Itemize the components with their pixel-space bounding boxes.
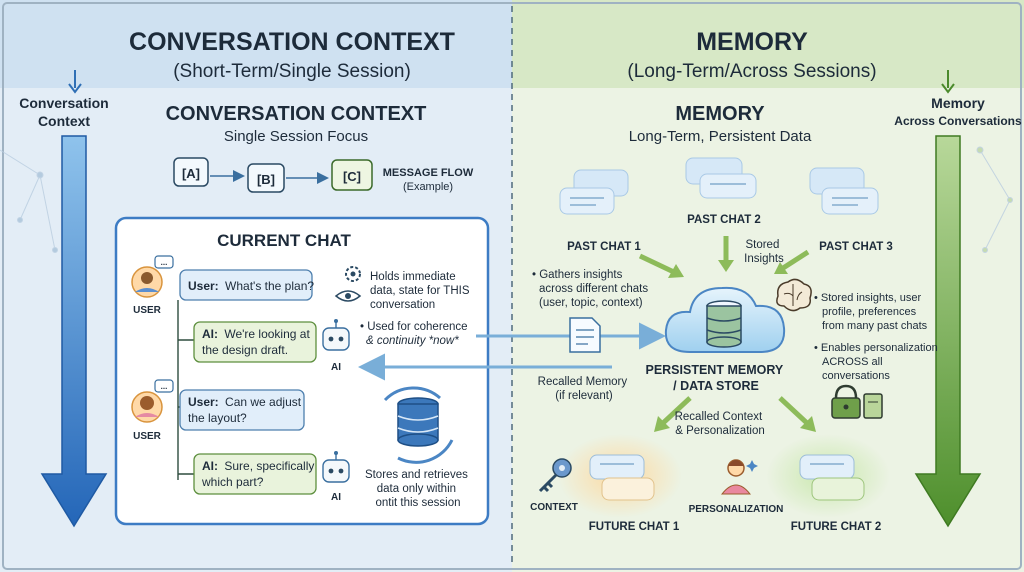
right-header-bg xyxy=(512,0,1024,88)
future-chat-1-label: FUTURE CHAT 1 xyxy=(589,521,680,533)
future-chat-2-label: FUTURE CHAT 2 xyxy=(791,521,882,533)
brain-icon xyxy=(776,278,812,312)
right-small-arrow-icon xyxy=(941,70,955,94)
chat-bubble-icon-2: ... xyxy=(154,379,174,393)
right-side-label-line1: Memory xyxy=(931,95,985,111)
past-chat-1-icon xyxy=(559,169,629,215)
database-cycle-icon xyxy=(383,386,454,464)
lock-icon xyxy=(831,384,861,419)
gathers-insights-note: • Gathers insights across different chat… xyxy=(532,269,651,309)
message-3-speaker: User: xyxy=(188,395,219,409)
left-big-arrow-icon xyxy=(40,135,108,528)
left-side-label-line2: Context xyxy=(38,113,90,129)
gear-eye-icon xyxy=(334,266,362,302)
stored-insights-label: Stored Insights xyxy=(744,239,784,265)
message-2-text: We're looking at xyxy=(224,327,310,341)
message-4-text-line2: which part? xyxy=(201,475,264,489)
right-header-subtitle: (Long-Term/Across Sessions) xyxy=(627,61,876,82)
message-4-text: Sure, specifically xyxy=(224,459,314,473)
left-small-arrow-icon xyxy=(68,70,82,94)
ai-robot-icon xyxy=(322,319,350,351)
key-icon xyxy=(538,458,572,493)
book-icon xyxy=(863,393,883,419)
svg-text:AI: Sure, specifically: AI: Sure, specifically xyxy=(202,459,314,473)
past-chat-2-icon xyxy=(685,157,757,199)
message-1-speaker: User: xyxy=(188,279,219,293)
note-stores-retrieves: Stores and retrieves data only within on… xyxy=(365,469,471,509)
left-header-subtitle: (Short-Term/Single Session) xyxy=(173,61,411,82)
message-flow: [A] [B] [C] MESSAGE FLOW (Example) xyxy=(173,157,474,193)
persistent-memory-label: PERSISTENT MEMORY / DATA STORE xyxy=(645,363,786,393)
left-header-title: CONVERSATION CONTEXT xyxy=(129,28,455,56)
network-decoration xyxy=(0,146,1013,253)
user-label: USER xyxy=(133,305,162,316)
current-chat-title: CURRENT CHAT xyxy=(217,231,351,250)
message-2: AI: We're looking at the design draft. xyxy=(193,321,317,363)
flow-node-b xyxy=(247,163,285,193)
svg-text:AI: We're looking at: AI: We're looking at xyxy=(202,327,310,341)
future-chat-1-icon xyxy=(589,454,655,501)
user-avatar xyxy=(131,266,163,298)
right-section-subtitle: Long-Term, Persistent Data xyxy=(629,128,812,145)
personalization-label: PERSONALIZATION xyxy=(689,504,784,515)
right-big-arrow-icon xyxy=(914,135,982,528)
recalled-context-label: Recalled Context & Personalization xyxy=(675,411,766,437)
stored-insights-note: • Stored insights, user profile, prefere… xyxy=(814,292,928,332)
message-1-text: What's the plan? xyxy=(225,279,314,293)
user-label-2: USER xyxy=(133,431,162,442)
left-side-label-line1: Conversation xyxy=(19,95,108,111)
left-section-title: CONVERSATION CONTEXT xyxy=(166,103,427,125)
right-header-title: MEMORY xyxy=(696,28,808,56)
context-label: CONTEXT xyxy=(530,502,578,513)
document-icon xyxy=(569,317,601,353)
personalization-note: • Enables personalization ACROSS all con… xyxy=(814,342,941,382)
message-3-text-line2: the layout? xyxy=(188,411,247,425)
flow-node-c-label: [C] xyxy=(343,169,361,184)
note-coherence: • Used for coherence & continuity *now* xyxy=(360,321,471,347)
message-3: User: Can we adjust the layout? xyxy=(179,389,305,431)
ai-robot-icon-2 xyxy=(322,451,350,483)
message-2-speaker: AI: xyxy=(202,327,218,341)
right-section-title: MEMORY xyxy=(675,103,765,125)
future-chat-2-icon xyxy=(799,454,865,501)
svg-text:User: What's the plan?: User: What's the plan? xyxy=(188,279,314,293)
message-flow-label: MESSAGE FLOW xyxy=(383,167,474,179)
right-side-label-line2: Across Conversations xyxy=(894,114,1022,128)
svg-text:User: Can we adjust: User: Can we adjust xyxy=(188,395,302,409)
left-header-bg xyxy=(0,0,512,88)
flow-node-c xyxy=(331,159,373,191)
recall-arrows xyxy=(654,396,816,432)
past-chat-3-label: PAST CHAT 3 xyxy=(819,241,893,253)
message-flow-sublabel: (Example) xyxy=(403,181,453,193)
ai-label-2: AI xyxy=(331,492,341,503)
svg-text:...: ... xyxy=(161,382,168,391)
past-chat-3-icon xyxy=(809,167,879,215)
past-chat-2-label: PAST CHAT 2 xyxy=(687,214,761,226)
flow-node-a xyxy=(173,157,209,187)
flow-node-b-label: [B] xyxy=(257,172,275,187)
note-holds-immediate: Holds immediate data, state for THIS con… xyxy=(370,271,473,311)
past-chat-1-label: PAST CHAT 1 xyxy=(567,241,641,253)
flow-node-a-label: [A] xyxy=(182,166,200,181)
user-avatar-2 xyxy=(131,391,163,423)
person-icon xyxy=(720,459,758,495)
left-section-subtitle: Single Session Focus xyxy=(224,128,368,145)
cloud-database-icon xyxy=(664,286,786,353)
ai-label: AI xyxy=(331,362,341,373)
message-1: User: What's the plan? xyxy=(179,269,314,301)
message-4-speaker: AI: xyxy=(202,459,218,473)
recalled-memory-label: Recalled Memory (if relevant) xyxy=(538,376,631,402)
insight-arrows xyxy=(638,236,810,278)
message-4: AI: Sure, specifically which part? xyxy=(193,453,317,495)
message-2-text-line2: the design draft. xyxy=(202,343,288,357)
svg-text:...: ... xyxy=(161,258,168,267)
chat-bubble-icon: ... xyxy=(154,255,174,269)
message-3-text: Can we adjust xyxy=(225,395,302,409)
